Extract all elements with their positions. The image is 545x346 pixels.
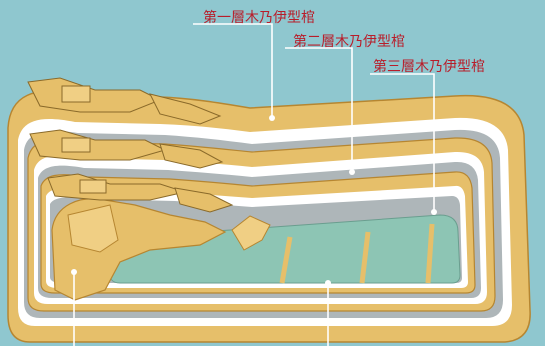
label-coffin-1: 第一層木乃伊型棺 <box>203 9 315 26</box>
label-coffin-3: 第三層木乃伊型棺 <box>373 58 485 75</box>
label-coffin-2: 第二層木乃伊型棺 <box>293 33 405 50</box>
